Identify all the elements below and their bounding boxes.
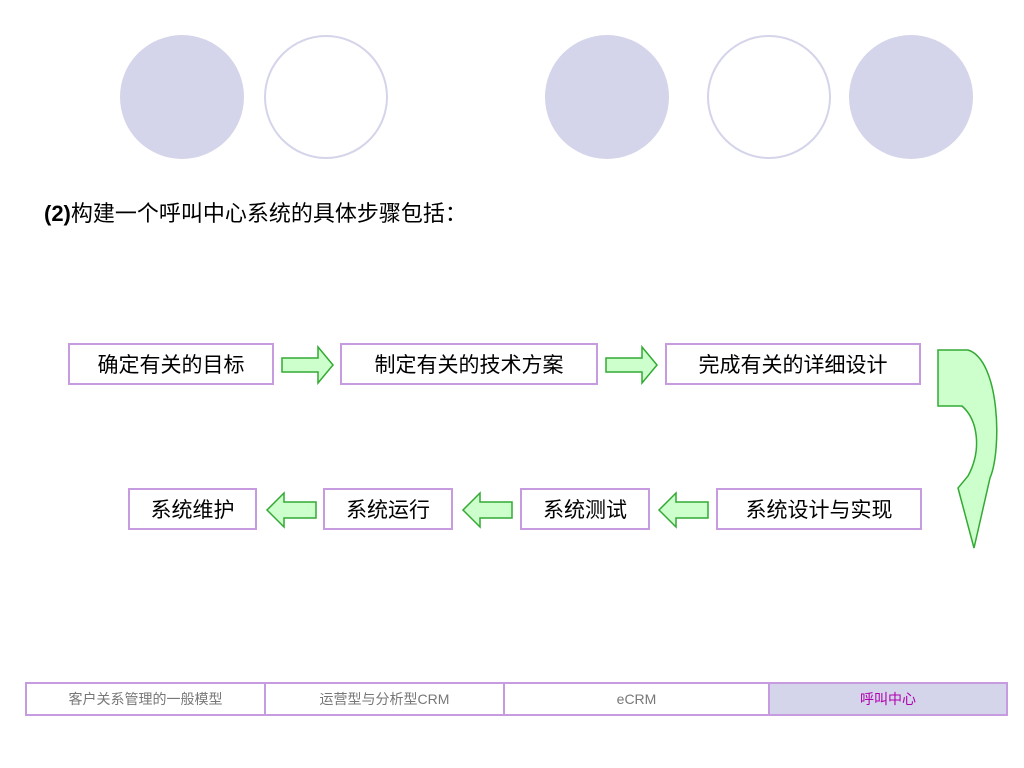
tab-call-center[interactable]: 呼叫中心 xyxy=(770,684,1006,714)
decor-circle-4 xyxy=(707,35,831,159)
step-define-goals: 确定有关的目标 xyxy=(68,343,274,385)
decor-circle-1 xyxy=(120,35,244,159)
decor-circle-3 xyxy=(545,35,669,159)
step-system-operation: 系统运行 xyxy=(323,488,453,530)
step-detailed-design: 完成有关的详细设计 xyxy=(665,343,921,385)
curved-arrow-down-icon xyxy=(937,349,998,549)
decor-circle-2 xyxy=(264,35,388,159)
tab-crm-general-model[interactable]: 客户关系管理的一般模型 xyxy=(27,684,266,714)
arrow-right-icon xyxy=(281,344,334,386)
step-system-maintenance: 系统维护 xyxy=(128,488,257,530)
step-system-testing: 系统测试 xyxy=(520,488,650,530)
arrow-right-icon xyxy=(605,344,658,386)
bottom-nav-tabs: 客户关系管理的一般模型 运营型与分析型CRM eCRM 呼叫中心 xyxy=(25,682,1008,716)
arrow-left-icon xyxy=(265,491,317,529)
decor-circle-5 xyxy=(849,35,973,159)
step-technical-plan: 制定有关的技术方案 xyxy=(340,343,598,385)
arrow-left-icon xyxy=(461,491,513,529)
arrow-left-icon xyxy=(657,491,709,529)
page-title-text: 构建一个呼叫中心系统的具体步骤包括： xyxy=(70,202,467,227)
page-title: (2)构建一个呼叫中心系统的具体步骤包括： xyxy=(44,196,467,228)
page-title-prefix: (2) xyxy=(44,201,71,226)
tab-ecrm[interactable]: eCRM xyxy=(505,684,770,714)
step-design-implementation: 系统设计与实现 xyxy=(716,488,922,530)
tab-operational-analytical-crm[interactable]: 运营型与分析型CRM xyxy=(266,684,505,714)
